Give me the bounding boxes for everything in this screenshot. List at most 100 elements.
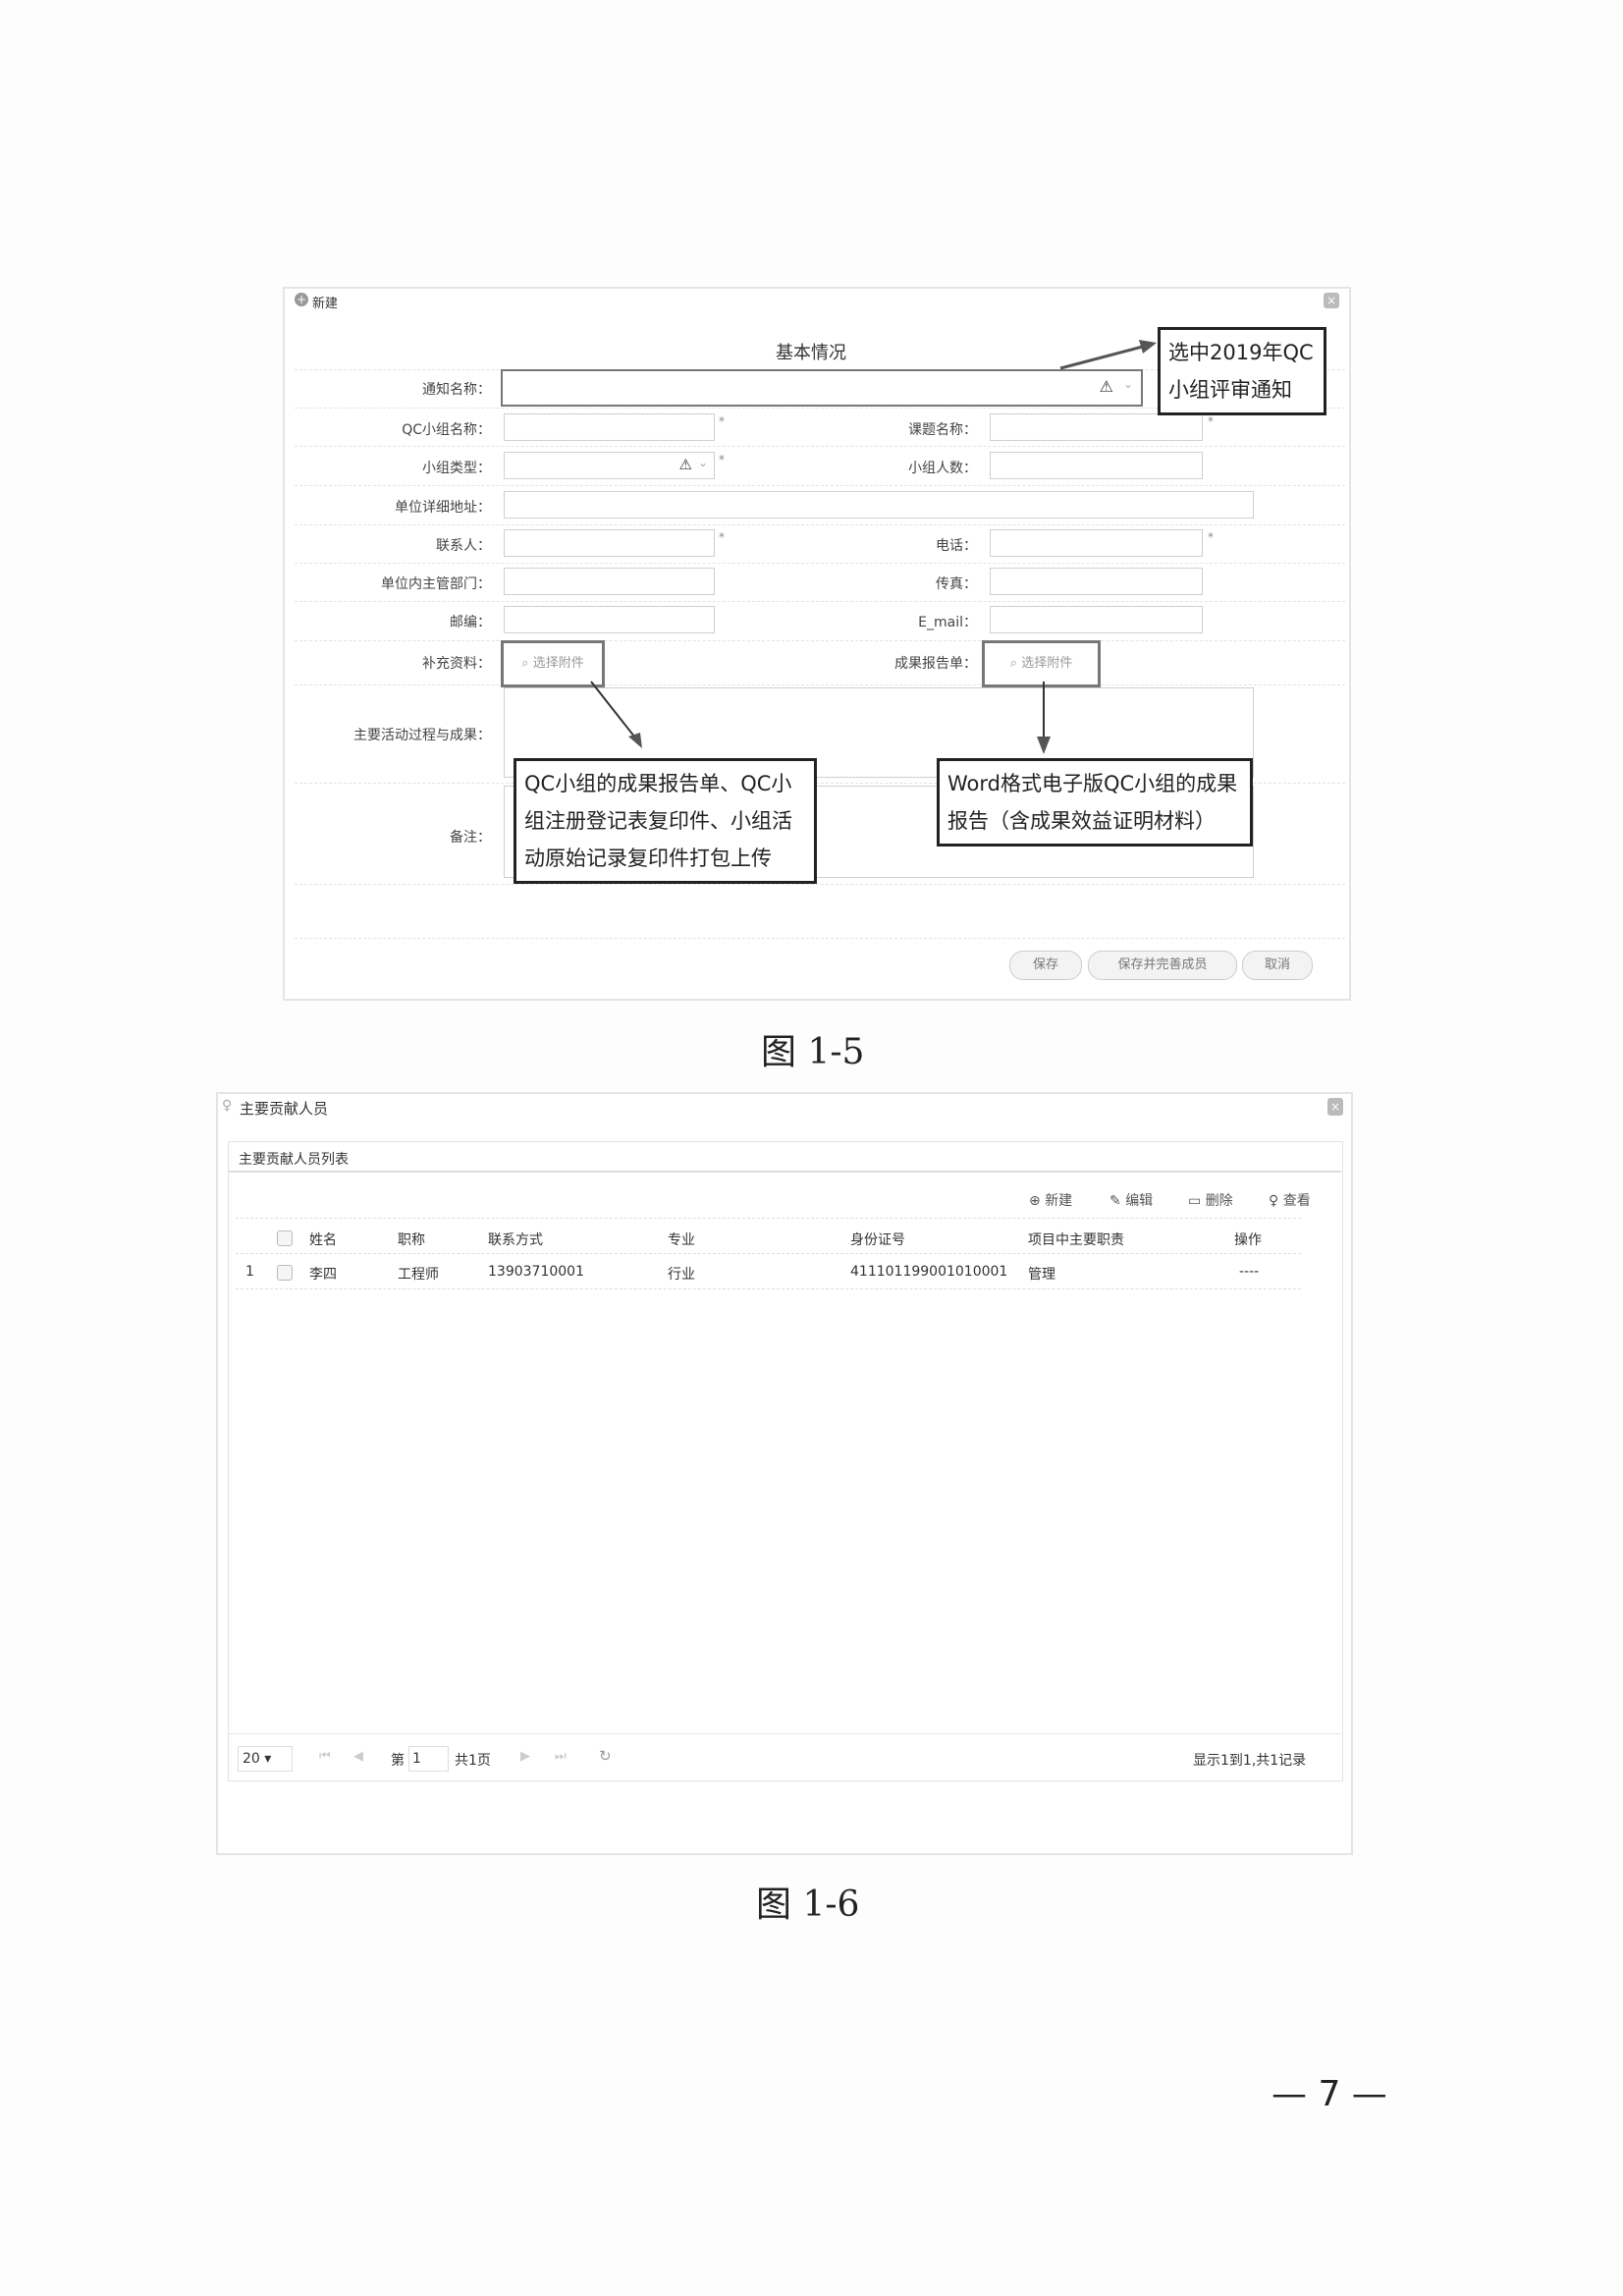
column-header: 联系方式 [488,1232,543,1248]
cell-duty: 管理 [1028,1267,1055,1283]
figure-caption: 图 1-5 [761,1032,865,1072]
page-size-select[interactable]: 20 ▾ [238,1746,293,1772]
delete-icon: ▭ [1188,1193,1206,1209]
department-input[interactable] [504,568,715,595]
add-icon: ⊕ [1029,1193,1046,1209]
column-header: 职称 [398,1232,425,1248]
warning-icon: ⚠ [1099,377,1113,396]
edit-button[interactable]: ✎ 编辑 [1109,1190,1153,1210]
required-mark: * [719,414,725,428]
cell-name: 李四 [309,1267,337,1283]
page-prefix: 第 [391,1753,405,1769]
label-email: E_mail： [918,615,977,630]
label-qc-group-name: QC小组名称： [402,422,491,438]
lightbulb-icon: ♀ [1269,1193,1283,1209]
total-pages: 共1页 [455,1753,491,1769]
last-page-icon[interactable]: ⏭ [555,1749,567,1764]
label-main-activity: 主要活动过程与成果： [353,728,491,743]
required-mark: * [719,453,725,466]
add-button[interactable]: ⊕ 新建 [1029,1190,1072,1210]
report-attach-button[interactable]: ⌕ 选择附件 [982,640,1101,687]
required-mark: * [719,530,725,544]
contact-input[interactable] [504,529,715,557]
delete-button[interactable]: ▭ 删除 [1188,1190,1233,1210]
cancel-button[interactable]: 取消 [1242,951,1313,980]
attach-label: 选择附件 [1021,656,1073,671]
fax-input[interactable] [990,568,1203,595]
row-index: 1 [245,1264,254,1280]
pencil-icon: ✎ [1109,1193,1126,1209]
section-title: 基本情况 [776,343,846,363]
label-postcode: 邮编： [450,615,491,630]
row-checkbox[interactable] [277,1265,293,1281]
label-remarks: 备注： [450,830,491,846]
warning-icon: ⚠ [678,456,692,473]
close-icon[interactable]: × [1324,293,1339,308]
attachment-icon: ⌕ [1009,656,1022,671]
save-and-add-members-button[interactable]: 保存并完善成员 [1088,951,1237,980]
refresh-icon[interactable]: ↻ [599,1747,612,1765]
chevron-down-icon: ⌄ [697,456,708,469]
required-mark: * [1208,414,1214,428]
add-label: 新建 [1045,1193,1073,1209]
delete-label: 删除 [1205,1193,1233,1209]
annotation-notice: 选中2019年QC小组评审通知 [1158,327,1326,415]
label-supplement: 补充资料： [422,656,491,672]
dialog-title: 新建 [312,297,339,311]
list-panel [228,1141,1343,1781]
label-address: 单位详细地址： [395,500,491,516]
annotation-report: Word格式电子版QC小组的成果报告（含成果效益证明材料） [937,758,1253,847]
attachment-icon: ⌕ [521,656,533,671]
attach-label: 选择附件 [532,656,584,671]
column-header: 姓名 [309,1232,337,1248]
supplement-attach-button[interactable]: ⌕ 选择附件 [501,640,605,687]
notice-name-select[interactable]: ⚠⌄ [501,369,1143,407]
view-button[interactable]: ♀ 查看 [1269,1190,1311,1210]
first-page-icon[interactable]: ⏮ [319,1749,331,1764]
email-input[interactable] [990,606,1203,633]
page-number-input[interactable]: 1 [408,1746,449,1772]
close-icon[interactable]: × [1327,1098,1343,1116]
label-group-size: 小组人数： [908,461,977,476]
list-title: 主要贡献人员列表 [239,1152,349,1168]
record-summary: 显示1到1,共1记录 [1193,1753,1307,1769]
column-header: 操作 [1234,1232,1262,1248]
column-header: 身份证号 [850,1232,905,1248]
annotation-arrows [590,340,1157,754]
edit-label: 编辑 [1125,1193,1154,1209]
label-notice-name: 通知名称： [422,382,491,398]
label-department: 单位内主管部门： [381,576,491,592]
label-report: 成果报告单： [894,656,977,672]
chevron-down-icon: ⌄ [1122,377,1133,391]
required-mark: * [1208,530,1214,544]
contributors-dialog [216,1092,1353,1855]
dialog-title: 主要贡献人员 [240,1100,329,1118]
group-type-select[interactable]: ⚠⌄ [504,452,715,479]
label-group-type: 小组类型： [422,461,491,476]
qc-group-name-input[interactable] [504,413,715,441]
annotation-supplement: QC小组的成果报告单、QC小组注册登记表复印件、小组活动原始记录复印件打包上传 [514,758,817,884]
cell-id-number: 411101199001010001 [850,1264,1008,1280]
cell-major: 行业 [668,1267,695,1283]
page-number: — 7 — [1271,2074,1387,2114]
address-input[interactable] [504,491,1254,519]
prev-page-icon[interactable]: ◀ [353,1749,363,1764]
next-page-icon[interactable]: ▶ [520,1749,530,1764]
label-contact: 联系人： [436,538,491,554]
figure-caption: 图 1-6 [756,1885,860,1925]
column-header: 项目中主要职责 [1028,1232,1124,1248]
postcode-input[interactable] [504,606,715,633]
group-size-input[interactable] [990,452,1203,479]
cell-action: ---- [1239,1264,1260,1280]
label-topic-name: 课题名称： [908,422,977,438]
save-button[interactable]: 保存 [1009,951,1082,980]
phone-input[interactable] [990,529,1203,557]
cell-contact: 13903710001 [488,1264,584,1280]
select-all-checkbox[interactable] [277,1230,293,1246]
add-icon: + [295,293,308,306]
cell-title: 工程师 [398,1267,439,1283]
lightbulb-icon: ♀ [222,1098,233,1114]
topic-name-input[interactable] [990,413,1203,441]
label-phone: 电话： [936,538,977,554]
